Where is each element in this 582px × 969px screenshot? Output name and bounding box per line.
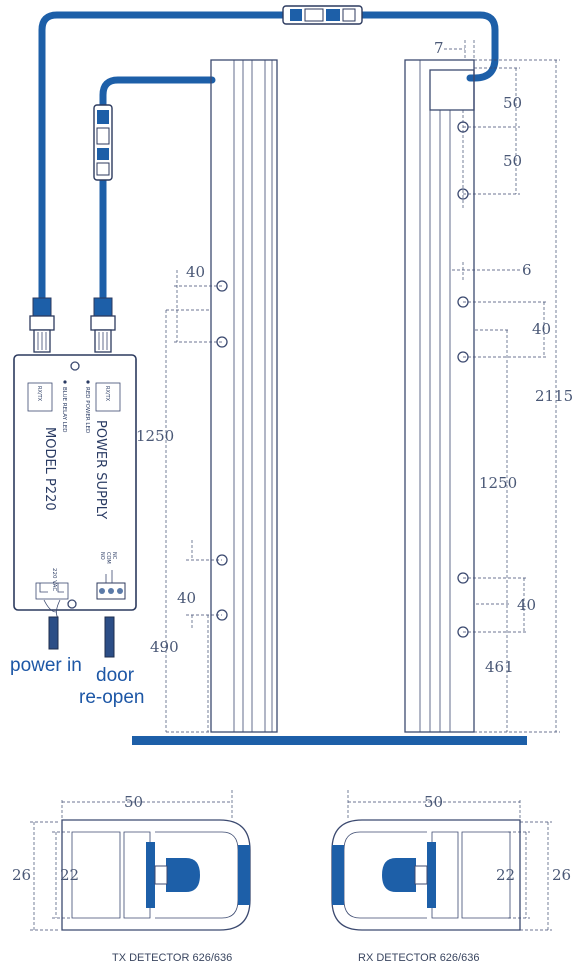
- relay-nc-label: NC: [111, 552, 117, 560]
- tx-dim-base: 490: [150, 638, 179, 656]
- red-led-label: RED POWER LED: [84, 387, 90, 433]
- power-in-label: power in: [10, 655, 82, 676]
- plug-right: [90, 297, 116, 353]
- rx-cross-section: [331, 790, 552, 931]
- tx-height-outer-dim: 26: [12, 866, 31, 884]
- rx-tx-label-left: RX/TX: [36, 386, 42, 402]
- plug-left: [29, 297, 55, 353]
- tx-bar: [210, 59, 278, 733]
- tx-dimensions: [165, 270, 222, 733]
- blue-led-label: BLUE RELAY LED: [61, 387, 67, 433]
- total-height-dim: 2115: [535, 387, 573, 405]
- tx-caption: TX DETECTOR 626/636: [112, 952, 232, 964]
- relay-no-label: NO: [99, 552, 105, 560]
- model-label: MODEL P220: [42, 427, 57, 511]
- relay-com-label: COM: [105, 552, 111, 564]
- power-supply-label: POWER SUPPLY: [93, 420, 108, 519]
- rx-height-outer-dim: 26: [552, 866, 571, 884]
- inline-connector-left: [93, 104, 113, 181]
- voltage-label: 220 VAC: [51, 568, 57, 591]
- rx-caption: RX DETECTOR 626/636: [358, 952, 479, 964]
- rx-bar: [404, 59, 475, 733]
- tx-width-dim: 50: [124, 793, 143, 811]
- rx-dim-gap: 6: [522, 261, 532, 279]
- cables: [38, 11, 499, 304]
- rx-tx-label-right: RX/TX: [104, 386, 110, 402]
- rx-dim-spacing-top: 40: [532, 320, 551, 338]
- rx-dim-top-1: 50: [503, 94, 522, 112]
- rx-dim-mid: 1250: [479, 474, 517, 492]
- tx-cross-section: [30, 790, 251, 931]
- rx-dimensions: [444, 40, 560, 733]
- tx-dim-spacing-bottom: 40: [177, 589, 196, 607]
- rx-dim-base: 461: [485, 658, 514, 676]
- tx-height-inner-dim: 22: [60, 866, 79, 884]
- inline-connector-top: [282, 5, 363, 25]
- rx-dim-offset: 7: [434, 39, 444, 57]
- rx-dim-spacing-bottom: 40: [517, 596, 536, 614]
- rx-height-inner-dim: 22: [496, 866, 515, 884]
- power-supply-box: RX/TX RX/TX RED POWER LED BLUE RELAY LED…: [13, 354, 137, 611]
- floor-bar: [132, 736, 527, 745]
- tx-dim-spacing-top: 40: [186, 263, 205, 281]
- output-wires: [43, 599, 115, 658]
- rx-width-dim: 50: [424, 793, 443, 811]
- tx-dim-mid: 1250: [136, 427, 174, 445]
- cable-rx: [38, 11, 499, 304]
- re-open-label: re-open: [79, 687, 145, 708]
- rx-dim-top-2: 50: [503, 152, 522, 170]
- door-label: door: [96, 665, 135, 686]
